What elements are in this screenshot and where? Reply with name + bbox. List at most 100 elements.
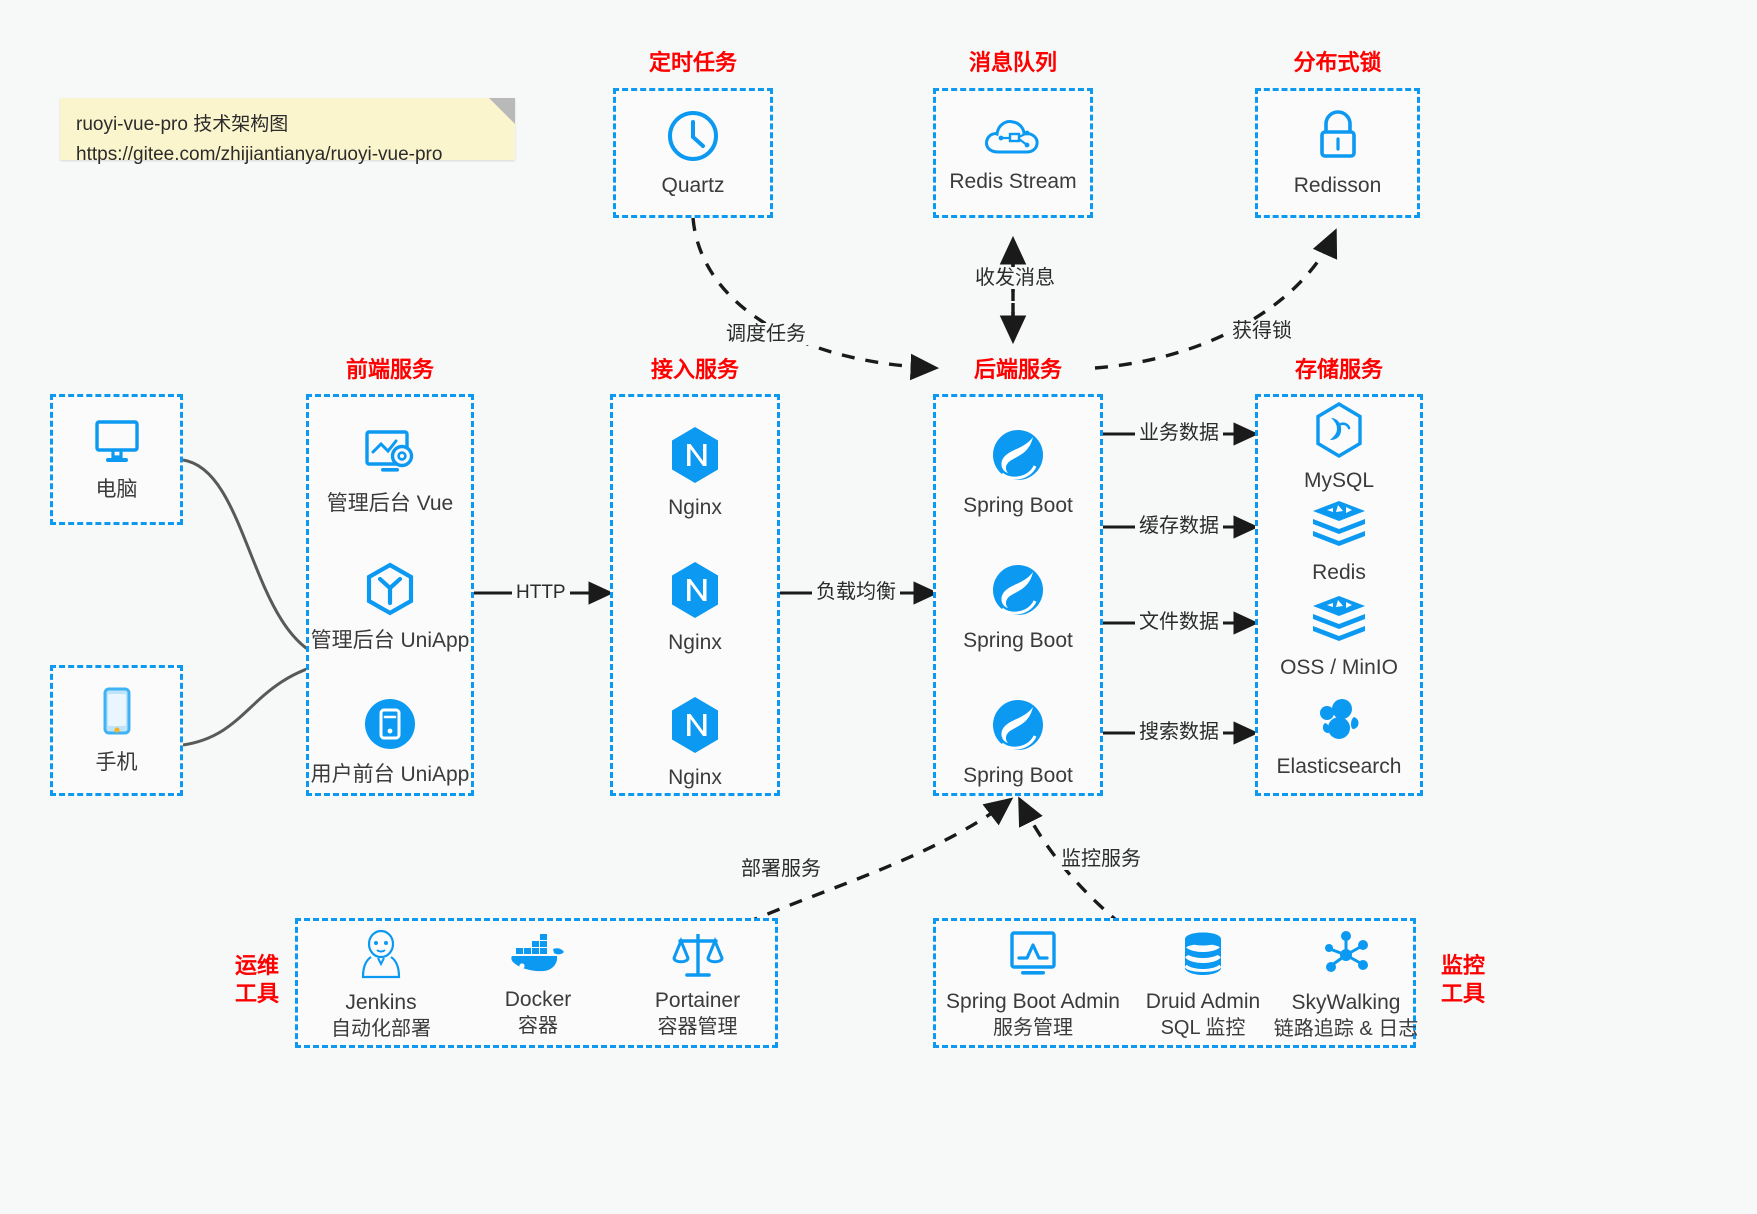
edge-backend-to-lock — [1094, 228, 1338, 370]
jenkins-icon — [361, 929, 401, 979]
edge-label-schedule-task: 调度任务 — [722, 323, 810, 345]
group-title-lock: 分布式锁 — [1293, 50, 1382, 75]
node-label: Spring Boot — [963, 763, 1073, 787]
node-spring-boot-3[interactable]: Spring Boot — [936, 687, 1100, 797]
edge-label-monitor-service: 监控服务 — [1057, 848, 1145, 870]
node-redis[interactable]: Redis — [1258, 500, 1420, 584]
note-fold-icon — [489, 98, 515, 124]
edge-label-acquire-lock: 获得锁 — [1228, 320, 1296, 342]
node-spring-boot-2[interactable]: Spring Boot — [936, 552, 1100, 662]
node-jenkins[interactable]: Jenkins 自动化部署 — [306, 929, 456, 1043]
node-label: Spring Boot — [963, 493, 1073, 517]
edge-label-cache-data: 缓存数据 — [1135, 515, 1223, 537]
edge-label-load-balance: 负载均衡 — [812, 581, 900, 603]
group-box-lock[interactable]: Redisson — [1255, 88, 1420, 218]
group-title-devops-line1: 运维 — [234, 953, 279, 978]
node-elasticsearch[interactable]: Elasticsearch — [1258, 695, 1420, 779]
node-label: Nginx — [668, 765, 722, 789]
group-box-gateway[interactable]: Nginx Nginx Nginx — [610, 394, 780, 796]
node-portainer[interactable]: Portainer 容器管理 — [620, 929, 775, 1043]
group-title-monitor-line1: 监控 — [1440, 953, 1485, 978]
node-label: MySQL — [1303, 468, 1374, 492]
group-box-devops[interactable]: Jenkins 自动化部署 Docker 容器 — [295, 918, 778, 1048]
clock-icon — [668, 110, 718, 161]
edge-label-file-data: 文件数据 — [1135, 611, 1223, 633]
group-title-monitor-line2: 工具 — [1440, 981, 1485, 1006]
group-box-device-phone[interactable]: 手机 — [50, 665, 183, 796]
node-label: Spring Boot — [963, 628, 1073, 652]
node-label: Jenkins — [345, 991, 417, 1014]
monitor-chart-icon — [1010, 931, 1056, 975]
node-admin-uniapp[interactable]: 管理后台 UniApp — [309, 552, 471, 662]
node-label: 管理后台 Vue — [326, 491, 454, 515]
node-label: Elasticsearch — [1276, 754, 1402, 778]
node-druid-admin[interactable]: Druid Admin SQL 监控 — [1128, 929, 1278, 1043]
node-skywalking[interactable]: SkyWalking 链路追踪 & 日志 — [1273, 929, 1419, 1043]
node-redisson[interactable]: Redisson — [1258, 91, 1417, 215]
node-label: SkyWalking — [1291, 991, 1401, 1014]
group-title-devops: 运维 工具 — [222, 952, 292, 1008]
desktop-icon — [94, 420, 139, 462]
node-label: Redis — [1312, 560, 1366, 584]
phone-icon — [103, 687, 130, 735]
mysql-icon — [1316, 401, 1362, 458]
node-sublabel: 容器 — [518, 1015, 558, 1037]
node-label: 手机 — [95, 751, 138, 774]
node-redis-stream[interactable]: Redis Stream — [936, 91, 1090, 215]
node-mysql[interactable]: MySQL — [1258, 401, 1420, 492]
node-spring-boot-1[interactable]: Spring Boot — [936, 417, 1100, 527]
node-label: OSS / MinIO — [1280, 655, 1398, 679]
group-box-monitor[interactable]: Spring Boot Admin 服务管理 Druid Admin SQL 监… — [933, 918, 1419, 1048]
spring-boot-icon — [993, 429, 1043, 480]
node-quartz[interactable]: Quartz — [616, 91, 770, 215]
group-box-mq[interactable]: Redis Stream — [933, 88, 1093, 218]
uniapp-icon — [366, 562, 414, 615]
node-label: Redisson — [1293, 173, 1382, 197]
cloud-stream-icon — [985, 119, 1039, 153]
edge-quartz-to-backend — [691, 217, 940, 381]
group-title-backend: 后端服务 — [973, 357, 1062, 382]
edge-label-http: HTTP — [512, 582, 570, 604]
node-pc[interactable]: 电脑 — [53, 397, 180, 522]
scales-icon — [671, 934, 724, 977]
redis-icon — [1313, 595, 1365, 641]
group-title-frontend: 前端服务 — [345, 357, 434, 382]
edge-label-deploy-service: 部署服务 — [737, 858, 825, 880]
group-box-frontend[interactable]: 管理后台 Vue 管理后台 UniApp 用户前台 UniApp — [306, 394, 474, 796]
node-label: Portainer — [654, 989, 741, 1012]
mobile-app-icon — [365, 698, 415, 749]
node-label: Druid Admin — [1145, 990, 1261, 1013]
sticky-note: ruoyi-vue-pro 技术架构图 https://gitee.com/zh… — [60, 98, 515, 165]
edge-label-business-data: 业务数据 — [1135, 422, 1223, 444]
node-label: Spring Boot Admin — [946, 990, 1120, 1013]
group-box-device-pc[interactable]: 电脑 — [50, 394, 183, 525]
node-label: 用户前台 UniApp — [310, 762, 470, 786]
node-label: 管理后台 UniApp — [310, 628, 470, 652]
node-docker[interactable]: Docker 容器 — [463, 929, 613, 1043]
nginx-icon — [672, 426, 718, 483]
node-nginx-1[interactable]: Nginx — [613, 417, 777, 527]
elasticsearch-icon — [1320, 698, 1359, 739]
edge-label-search-data: 搜索数据 — [1135, 721, 1223, 743]
group-box-backend[interactable]: Spring Boot Spring Boot Spring Boot — [933, 394, 1103, 796]
node-sublabel: 链路追踪 & 日志 — [1273, 1018, 1419, 1040]
edge-label-send-receive-message: 收发消息 — [971, 267, 1059, 289]
node-label: Docker — [504, 988, 572, 1011]
node-admin-vue[interactable]: 管理后台 Vue — [309, 417, 471, 527]
node-user-uniapp[interactable]: 用户前台 UniApp — [309, 687, 471, 797]
node-oss-minio[interactable]: OSS / MinIO — [1258, 595, 1420, 679]
node-phone[interactable]: 手机 — [53, 668, 180, 793]
group-title-devops-line2: 工具 — [234, 981, 279, 1006]
node-nginx-2[interactable]: Nginx — [613, 552, 777, 662]
group-title-scheduler: 定时任务 — [648, 50, 737, 75]
node-label: Quartz — [661, 173, 725, 197]
group-box-storage[interactable]: MySQL Redis OSS / MinIO — [1255, 394, 1423, 796]
group-title-mq: 消息队列 — [968, 50, 1057, 75]
group-title-storage: 存储服务 — [1294, 357, 1383, 382]
node-spring-boot-admin[interactable]: Spring Boot Admin 服务管理 — [944, 929, 1122, 1043]
lock-icon — [1319, 109, 1356, 158]
node-nginx-3[interactable]: Nginx — [613, 687, 777, 797]
spring-boot-icon — [993, 699, 1043, 750]
group-box-scheduler[interactable]: Quartz — [613, 88, 773, 218]
node-sublabel: 容器管理 — [657, 1016, 738, 1038]
